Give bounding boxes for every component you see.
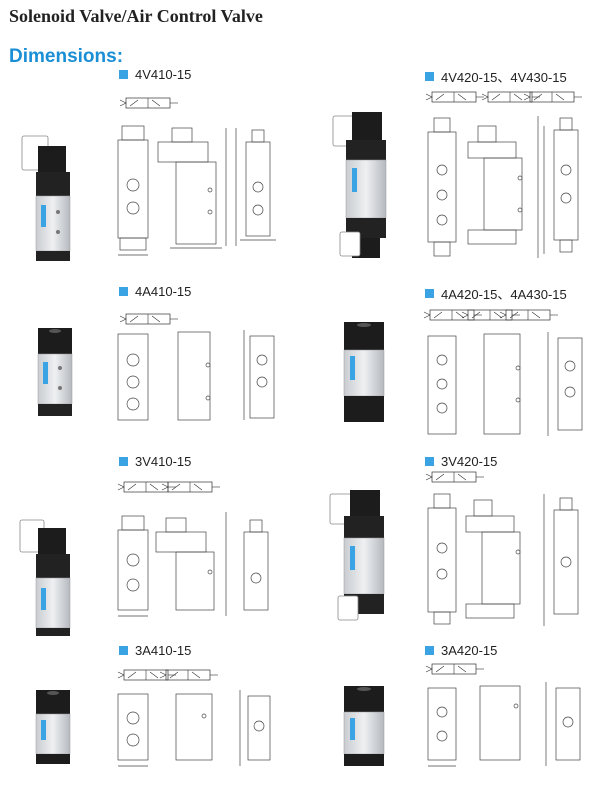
photo-3a410: [35, 690, 71, 764]
dimensions-heading: Dimensions:: [9, 46, 124, 67]
drawing-3a420: [425, 663, 581, 767]
section-label-4v410: 4V410-15: [119, 67, 191, 82]
drawing-4v420: [425, 91, 583, 258]
section-label-3a410: 3A410-15: [119, 643, 191, 658]
drawing-3v420: [425, 471, 579, 626]
drawing-4v410: [117, 97, 276, 256]
drawing-4a410: [117, 313, 275, 421]
drawing-4a420: [423, 309, 583, 436]
square-marker-icon: [119, 457, 128, 466]
photo-4v420: [332, 112, 387, 258]
photo-3v420: [329, 490, 385, 621]
drawing-3v410: [117, 481, 269, 617]
drawing-3a410: [117, 669, 271, 767]
section-label-3a420: 3A420-15: [425, 643, 497, 658]
photo-3v410: [19, 519, 71, 636]
square-marker-icon: [425, 289, 434, 298]
square-marker-icon: [119, 287, 128, 296]
square-marker-icon: [119, 70, 128, 79]
square-marker-icon: [425, 457, 434, 466]
photo-4a420: [343, 322, 385, 422]
section-label-4a410: 4A410-15: [119, 284, 191, 299]
page-title: Solenoid Valve/Air Control Valve: [9, 6, 263, 26]
photo-3a420: [343, 686, 385, 766]
section-label-4v420: 4V420-15、4V430-15: [425, 67, 567, 86]
square-marker-icon: [425, 72, 434, 81]
section-label-3v420: 3V420-15: [425, 454, 497, 469]
square-marker-icon: [425, 646, 434, 655]
section-label-3v410: 3V410-15: [119, 454, 191, 469]
photo-4v410: [21, 135, 71, 261]
square-marker-icon: [119, 646, 128, 655]
section-label-4a420: 4A420-15、4A430-15: [425, 284, 567, 303]
photo-4a410: [37, 328, 73, 416]
